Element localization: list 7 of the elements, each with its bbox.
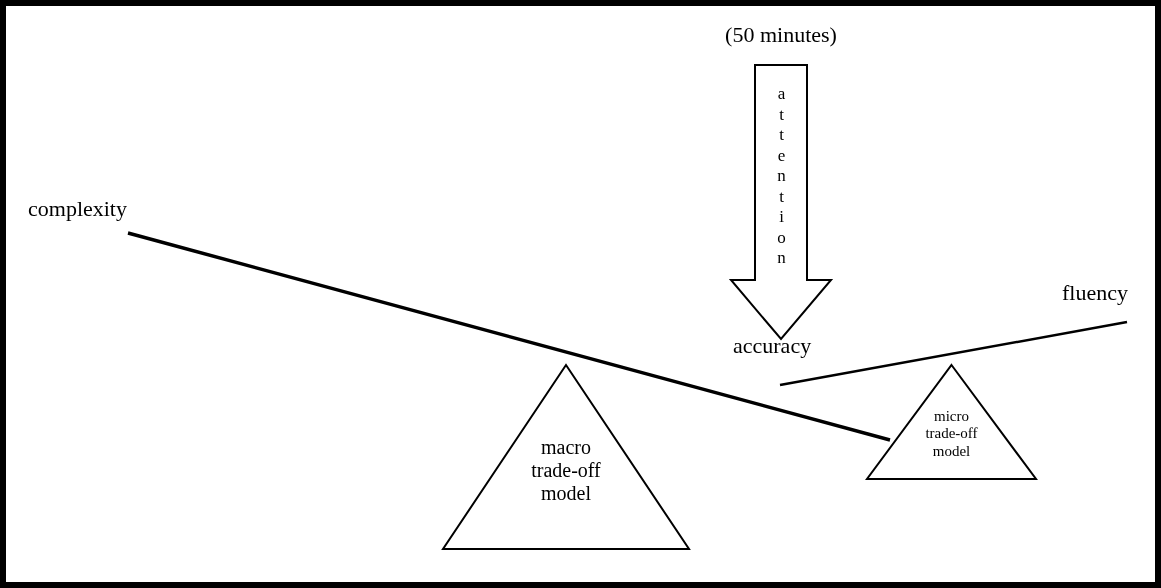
text-label: accuracy <box>733 333 812 359</box>
duration-label: (50 minutes) <box>724 22 838 48</box>
text-label: complexity <box>28 196 127 222</box>
arrow-label: attention <box>771 84 791 269</box>
fulcrum-label: micro trade-off model <box>924 408 979 460</box>
fulcrum-label: macro trade-off model <box>530 436 602 505</box>
text-label: fluency <box>1062 280 1128 306</box>
